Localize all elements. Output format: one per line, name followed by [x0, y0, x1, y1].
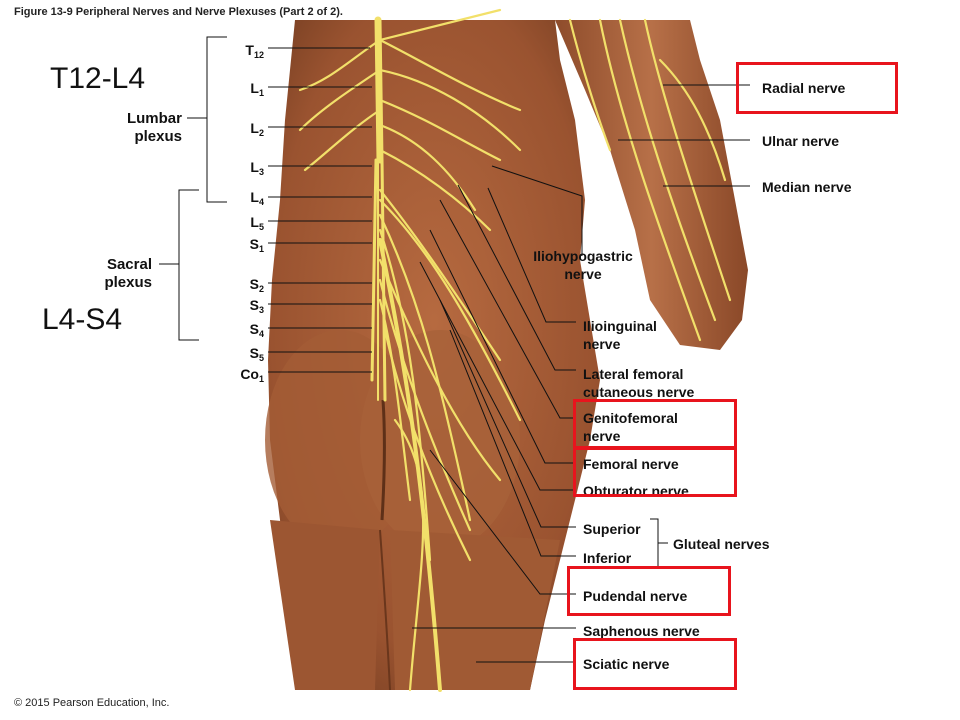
femoral-obturator-highlight: [573, 447, 737, 497]
arm-nerves: [568, 18, 732, 342]
segment-label: L5: [250, 214, 264, 232]
median-nerve-label: Median nerve: [762, 179, 852, 195]
segment-label: S1: [249, 236, 264, 254]
inferior-gluteal-label: Inferior: [583, 550, 632, 566]
segment-label: S5: [249, 345, 264, 363]
figure-title: Figure 13-9 Peripheral Nerves and Nerve …: [14, 6, 343, 18]
femoral-nerve-label: Femoral nerve: [583, 456, 679, 472]
lumbar-plexus-label: Lumbar plexus: [126, 110, 182, 145]
gluteal-nerves-label: Gluteal nerves: [673, 536, 770, 552]
genitofemoral-nerve-highlight: [573, 399, 737, 449]
copyright-notice: © 2015 Pearson Education, Inc.: [14, 697, 170, 709]
ilioinguinal-nerve-label: Ilioinguinal nerve: [583, 318, 657, 352]
segment-label: L4: [250, 189, 264, 207]
radial-nerve-label: Radial nerve: [762, 80, 846, 96]
segment-label: L1: [250, 80, 264, 98]
lateral-femoral-cutaneous-nerve-label: Lateral femoral cutaneous nerve: [583, 366, 695, 400]
ulnar-nerve-label: Ulnar nerve: [762, 133, 840, 149]
segment-label: Co1: [240, 366, 264, 384]
pudendal-nerve-highlight: [567, 566, 731, 616]
sacral-plexus-label: Sacral plexus: [104, 256, 152, 291]
sciatic-nerve-highlight: [573, 638, 737, 690]
iliohypogastric-nerve-label: Iliohypogastric nerve: [533, 248, 633, 282]
right-thigh-shape: [390, 530, 560, 690]
pudendal-nerve-label: Pudendal nerve: [583, 588, 688, 604]
plexus-nerves: [298, 8, 522, 692]
superior-gluteal-label: Superior: [583, 521, 641, 537]
segment-label: T12: [245, 42, 264, 60]
segment-label: S2: [249, 276, 264, 294]
segment-label: S3: [249, 297, 264, 315]
leader-lines: [159, 36, 750, 663]
spinal-nerve-trunk: [370, 16, 387, 402]
segment-label: S4: [249, 321, 264, 339]
left-thigh-shape: [270, 520, 380, 690]
annotation-lower: L4-S4: [42, 303, 123, 336]
sciatic-nerve-label: Sciatic nerve: [583, 656, 670, 672]
genitofemoral-nerve-label: Genitofemoral nerve: [583, 410, 678, 444]
gluteal-cleft: [380, 399, 386, 521]
radial-nerve-highlight: [736, 62, 898, 114]
segment-label: L3: [250, 159, 264, 177]
segment-label: L2: [250, 120, 264, 138]
arm-shape: [555, 20, 748, 350]
annotation-upper: T12-L4: [50, 62, 146, 95]
saphenous-nerve-label: Saphenous nerve: [583, 623, 700, 639]
